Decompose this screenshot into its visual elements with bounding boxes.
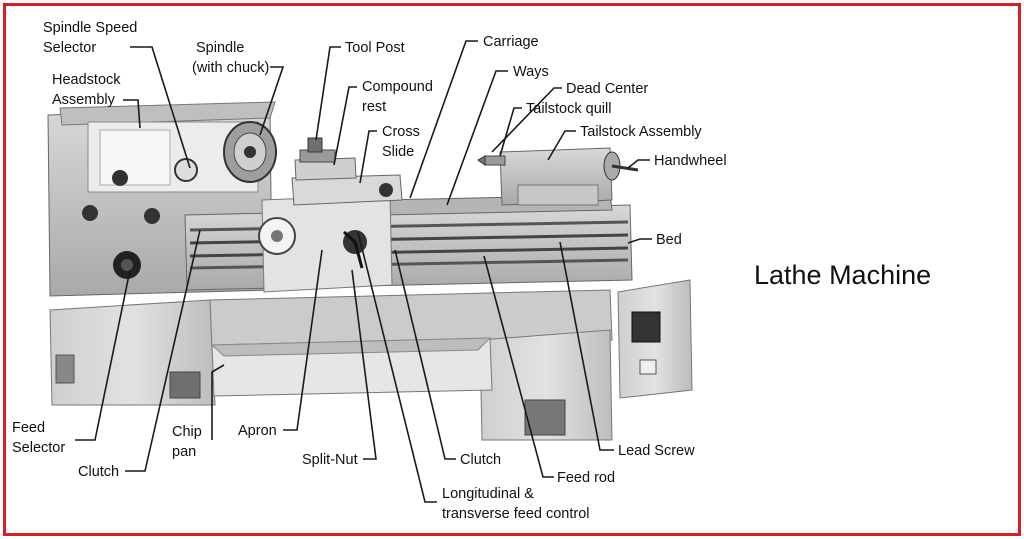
label-chip-pan-line1: Chip [172, 424, 202, 440]
leader-tool-post [315, 46, 341, 141]
leader-tailstock-assembly [547, 130, 576, 161]
label-lead-screw: Lead Screw [618, 443, 695, 459]
leader-spindle [259, 66, 285, 136]
leader-longitudinal-feed [357, 231, 437, 503]
label-cross-slide-line1: Cross [382, 124, 420, 140]
electrical-box [617, 279, 693, 399]
label-compound-rest-line1: Compound [362, 79, 433, 95]
leader-feed-rod [483, 255, 554, 478]
labels: Spindle Speed Selector Headstock Assembl… [12, 20, 727, 522]
leader-clutch-left [125, 229, 201, 472]
lathe-base [49, 289, 613, 441]
label-headstock-assembly-line2: Assembly [52, 92, 116, 108]
leader-dead-center [491, 87, 562, 153]
tailstock [477, 147, 639, 206]
label-feed-rod: Feed rod [557, 470, 615, 486]
leader-clutch-right [394, 249, 456, 460]
label-tool-post: Tool Post [345, 40, 405, 56]
leader-lead-screw [559, 241, 614, 451]
label-longitudinal-feed-line2: transverse feed control [442, 506, 590, 522]
label-chip-pan-line2: pan [172, 444, 196, 460]
diagram-title: Lathe Machine [754, 260, 931, 290]
leader-tailstock-quill [499, 107, 522, 157]
label-spindle-speed-selector-line2: Selector [43, 40, 96, 56]
chip-pan [210, 337, 493, 397]
label-split-nut: Split-Nut [302, 452, 358, 468]
leader-ways [446, 70, 508, 206]
leader-compound-rest [333, 86, 357, 166]
label-ways: Ways [513, 64, 549, 80]
label-cross-slide-line2: Slide [382, 144, 414, 160]
label-clutch-right: Clutch [460, 452, 501, 468]
label-longitudinal-feed-line1: Longitudinal & [442, 486, 534, 502]
leader-feed-selector [75, 269, 131, 441]
leader-carriage [409, 40, 478, 199]
label-carriage: Carriage [483, 34, 539, 50]
label-headstock-assembly-line1: Headstock [52, 72, 121, 88]
leader-spindle-speed-selector [130, 46, 191, 169]
label-apron: Apron [238, 423, 277, 439]
label-feed-selector-line2: Selector [12, 440, 65, 456]
label-clutch-left: Clutch [78, 464, 119, 480]
label-compound-rest-line2: rest [362, 99, 386, 115]
lathe-illustration [47, 101, 693, 441]
label-handwheel: Handwheel [654, 153, 727, 169]
leader-apron [283, 249, 323, 431]
leader-split-nut [351, 269, 377, 460]
label-bed: Bed [656, 232, 682, 248]
label-spindle-line2: (with chuck) [192, 60, 269, 76]
label-feed-selector-line1: Feed [12, 420, 45, 436]
label-dead-center: Dead Center [566, 81, 648, 97]
label-tailstock-assembly: Tailstock Assembly [580, 124, 702, 140]
leader-headstock-assembly [123, 99, 141, 129]
cross-slide-compound [291, 137, 403, 206]
leader-bed [627, 238, 652, 244]
leader-cross-slide [359, 130, 377, 184]
label-tailstock-quill: Tailstock quill [526, 101, 611, 117]
carriage-apron [258, 194, 393, 293]
leader-handwheel [627, 159, 650, 169]
leader-lines [75, 40, 652, 503]
label-spindle-line1: Spindle [196, 40, 244, 56]
leader-chip-pan [211, 364, 225, 440]
label-spindle-speed-selector-line1: Spindle Speed [43, 20, 137, 36]
chuck [223, 121, 277, 183]
